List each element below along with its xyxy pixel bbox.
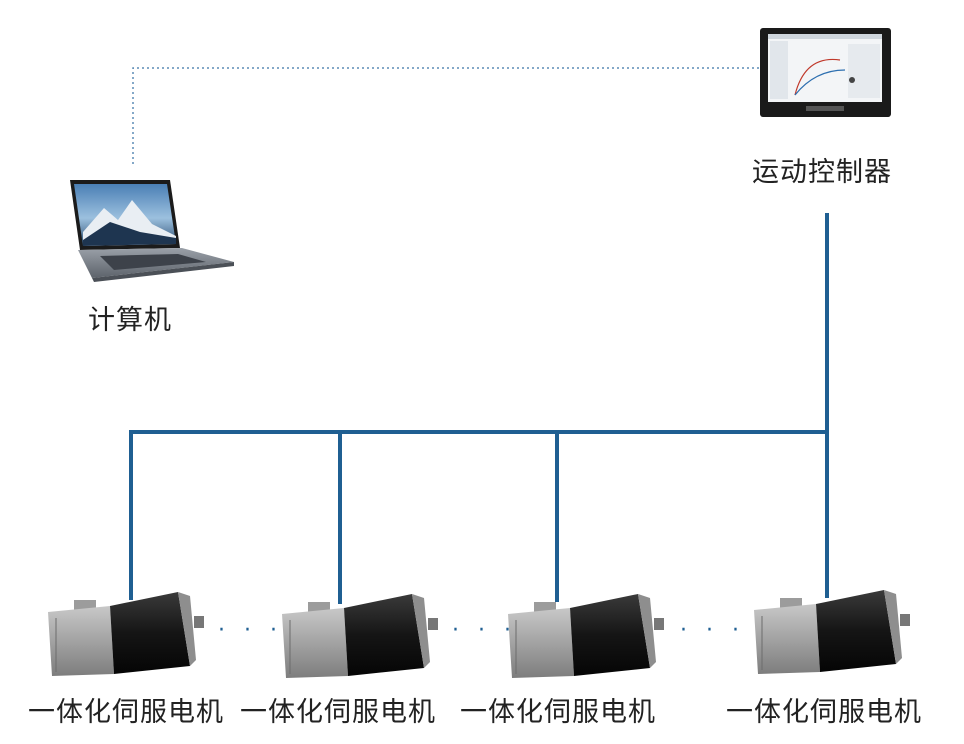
ellipsis-1: · · · xyxy=(218,618,283,643)
computer-label: 计算机 xyxy=(88,305,172,336)
controller-label: 运动控制器 xyxy=(752,157,892,188)
laptop-icon xyxy=(70,180,234,282)
servo-motor-icon xyxy=(754,590,910,674)
motor-1-label: 一体化伺服电机 xyxy=(28,697,224,728)
servo-motor-icon xyxy=(508,594,664,678)
ellipsis-2: · · · xyxy=(452,618,517,643)
servo-motor-icon xyxy=(282,594,438,678)
motor-3-label: 一体化伺服电机 xyxy=(460,697,656,728)
servo-motor-icon xyxy=(48,592,204,676)
motor-2-label: 一体化伺服电机 xyxy=(240,697,436,728)
bus-lines xyxy=(129,213,829,604)
ellipsis-3: · · · xyxy=(680,618,745,643)
ethernet-link xyxy=(132,67,760,164)
motor-4-label: 一体化伺服电机 xyxy=(726,697,922,728)
motion-controller-icon xyxy=(760,28,891,117)
